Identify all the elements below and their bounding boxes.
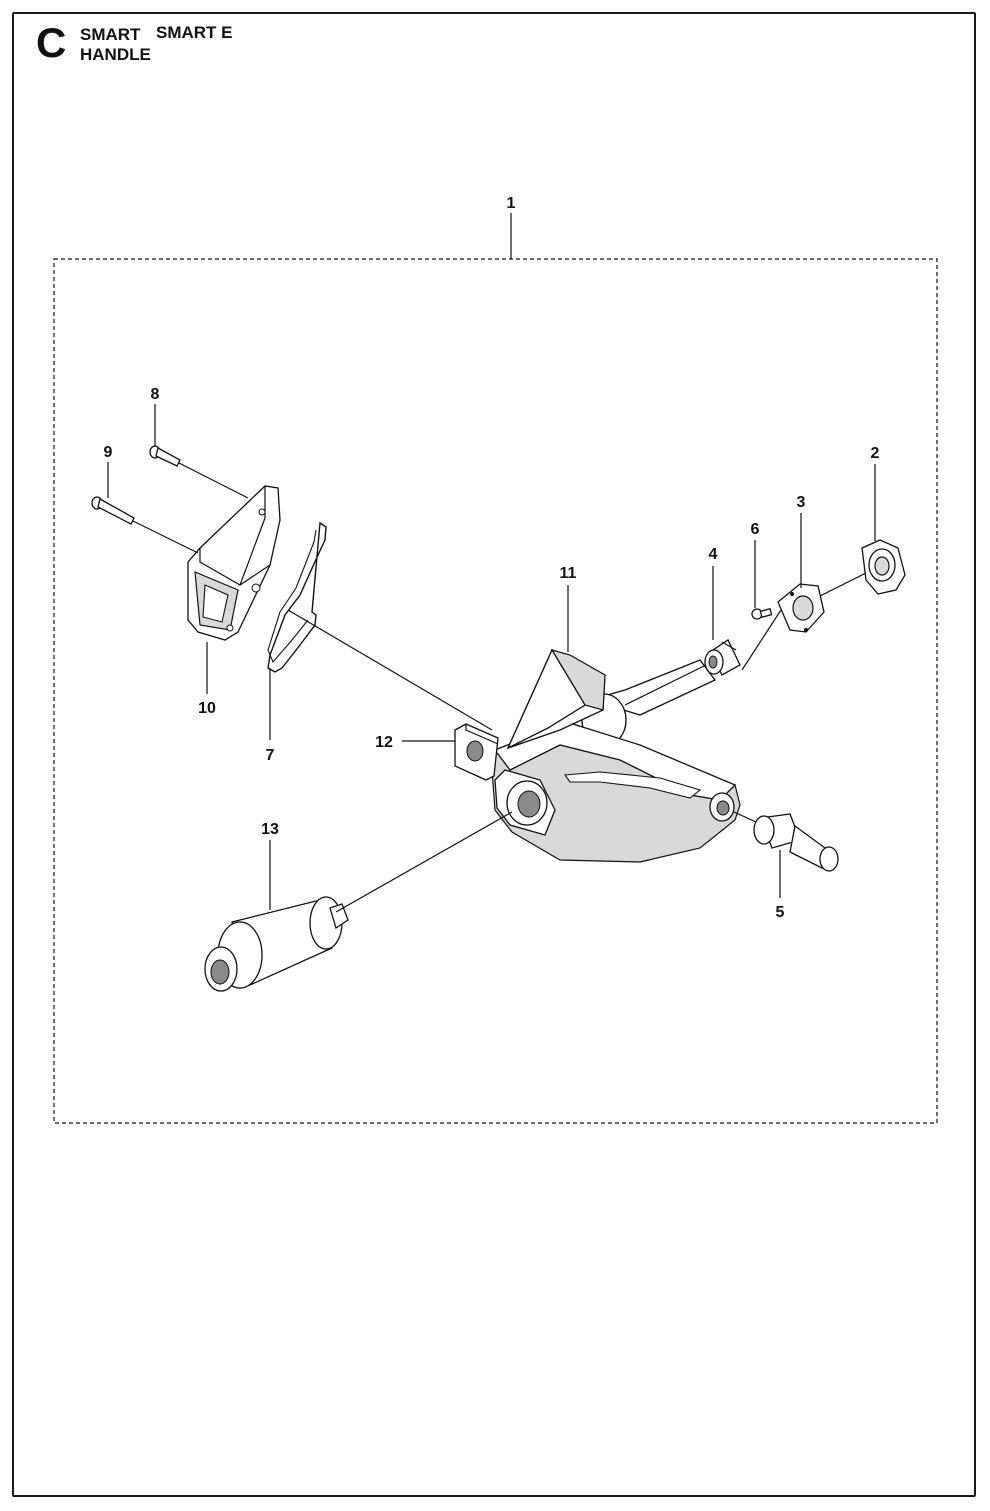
callout-1: 1 (507, 195, 516, 212)
model-name-smart: SMART (80, 25, 141, 44)
assembly-axis-connector (624, 664, 707, 706)
callout-11: 11 (560, 565, 577, 582)
callout-12: 12 (375, 734, 393, 751)
part-3-flange-plate[interactable] (777, 583, 825, 633)
part-10-housing[interactable] (187, 485, 281, 641)
part-8-short-screw[interactable] (149, 445, 249, 499)
assembly-axis-end (733, 811, 757, 823)
callout-8: 8 (151, 386, 160, 403)
callout-4: 4 (709, 546, 718, 563)
part-9-long-screw[interactable] (91, 496, 199, 554)
callout-13: 13 (261, 821, 279, 838)
part-12-square-nut[interactable] (454, 723, 499, 781)
assembly-axis-damper (335, 811, 513, 913)
diagram-title: HANDLE (80, 45, 151, 64)
callout-2: 2 (871, 445, 880, 462)
part-13-vibration-damper[interactable] (204, 896, 349, 992)
page-border (12, 12, 976, 1497)
part-6-small-screw[interactable] (751, 608, 773, 620)
callout-6: 6 (751, 521, 760, 538)
section-letter: C (36, 19, 67, 66)
assembly-axis-plate (741, 609, 782, 671)
callout-10: 10 (198, 700, 216, 717)
callout-3: 3 (797, 494, 806, 511)
callout-7: 7 (266, 747, 275, 764)
part-7-gasket[interactable] (267, 521, 327, 673)
model-name-smart-e: SMART E (156, 23, 233, 42)
assembly-axis-housing (287, 609, 493, 731)
part-2-outer-ring[interactable] (861, 539, 906, 595)
part-4-connector[interactable] (704, 639, 741, 676)
assembly-boundary (53, 258, 938, 1124)
callout-5: 5 (776, 904, 785, 921)
part-11-handle-body[interactable] (491, 648, 741, 863)
part-5-end-connector[interactable] (753, 813, 839, 872)
callout-9: 9 (104, 444, 113, 461)
assembly-axis-flange (819, 572, 867, 597)
